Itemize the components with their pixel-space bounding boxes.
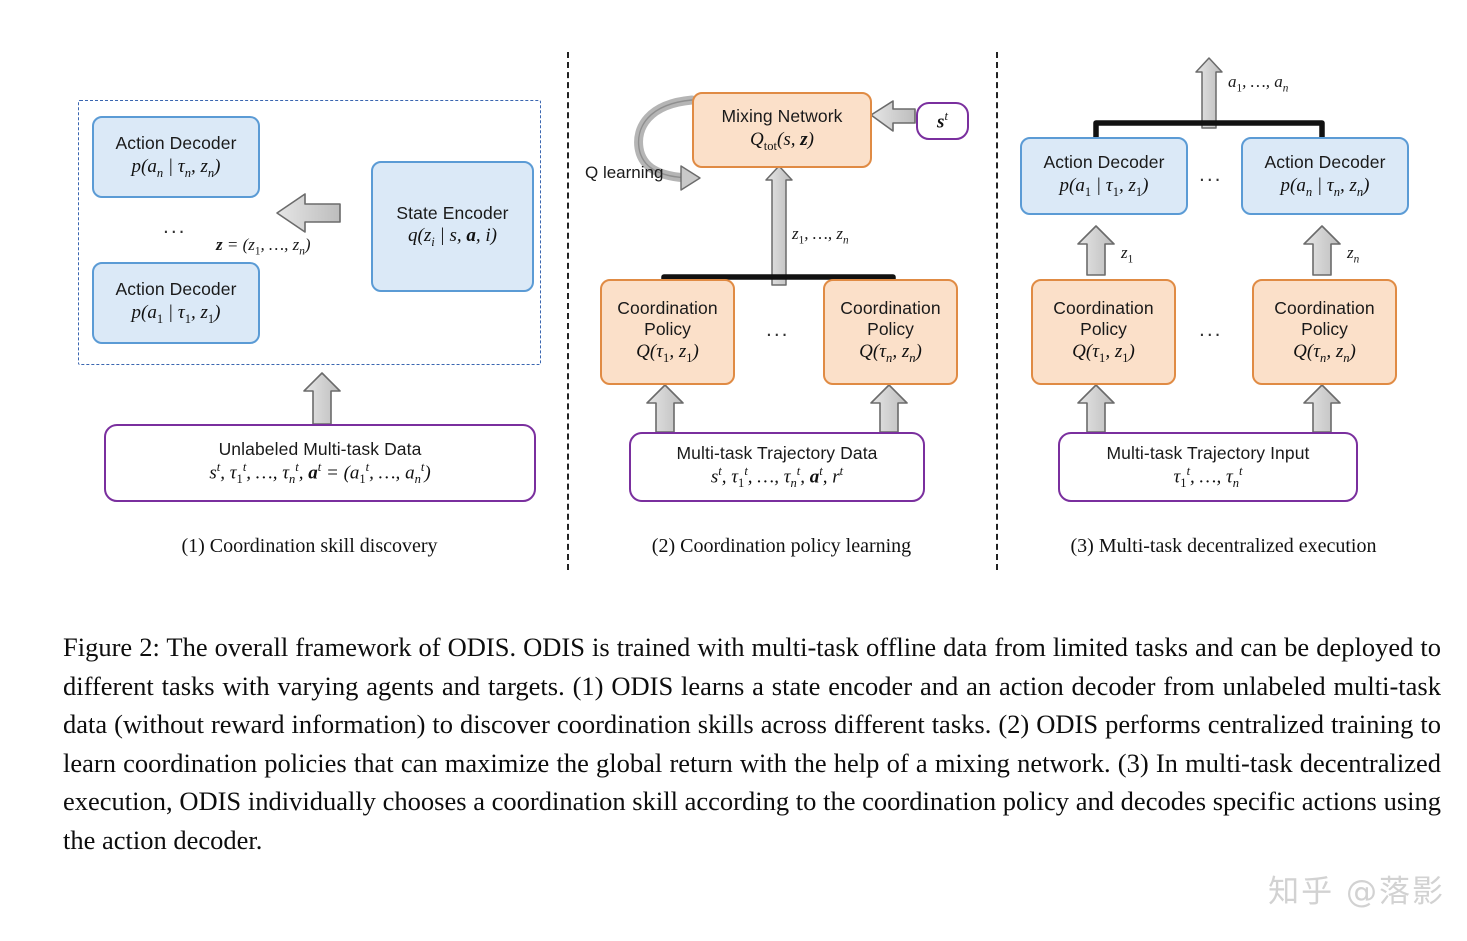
node-state-encoder[interactable]: State Encoder q(zi | s, a, i) [371, 161, 534, 292]
node-formula: q(zi | s, a, i) [408, 225, 497, 249]
node-subtitle: Policy [1080, 318, 1127, 339]
node-title: Action Decoder [115, 133, 237, 154]
label-z-list: z1, …, zn [792, 224, 849, 247]
node-coordination-policy-n-p2[interactable]: Coordination Policy Q(τn, zn) [823, 279, 958, 385]
node-coordination-policy-n-p3[interactable]: Coordination Policy Q(τn, zn) [1252, 279, 1397, 385]
arrow-state-to-mixing [870, 100, 916, 132]
node-title: Coordination [1053, 297, 1154, 318]
ellipsis-decoders-p1: ... [163, 215, 187, 238]
skill-discovery-region [78, 100, 541, 365]
node-formula: Q(τn, zn) [1293, 341, 1356, 366]
arrow-data-to-skillbox [303, 372, 341, 425]
node-mixing-network[interactable]: Mixing Network Qtot(s, z) [692, 92, 872, 168]
ellipsis-decoders-p3: ... [1199, 163, 1223, 186]
node-action-decoder-n-p3[interactable]: Action Decoder p(an | τn, zn) [1241, 137, 1409, 215]
node-formula: p(an | τn, zn) [131, 155, 221, 180]
node-title: Coordination [617, 297, 718, 318]
node-subtitle: Policy [1301, 318, 1348, 339]
label-q-learning: Q learning [585, 163, 664, 182]
node-formula: p(a1 | τ1, z1) [131, 301, 221, 326]
node-action-decoder-1-p3[interactable]: Action Decoder p(a1 | τ1, z1) [1020, 137, 1188, 215]
node-title: State Encoder [396, 202, 509, 223]
figure-caption: Figure 2: The overall framework of ODIS.… [63, 632, 1441, 855]
node-formula: st, τ1t, …, τnt, at = (a1t, …, ant) [209, 459, 431, 487]
arrow-encoder-to-decoder [276, 193, 341, 233]
node-formula: Q(τ1, z1) [1072, 341, 1135, 366]
bracket-decoders-join [1093, 120, 1325, 140]
arrow-actions-output [1195, 57, 1223, 129]
panel-divider-2 [996, 52, 998, 570]
arrow-input-to-policy-1 [1077, 384, 1115, 433]
label-z1: z1 [1121, 243, 1134, 266]
node-formula: p(a1 | τ1, z1) [1059, 174, 1149, 199]
node-title: Unlabeled Multi-task Data [218, 438, 422, 459]
node-coordination-policy-1-p2[interactable]: Coordination Policy Q(τ1, z1) [600, 279, 735, 385]
label-zn: zn [1347, 243, 1360, 266]
node-action-decoder-1[interactable]: Action Decoder p(a1 | τ1, z1) [92, 262, 260, 344]
node-subtitle: Policy [867, 318, 914, 339]
node-formula: p(an | τn, zn) [1280, 174, 1370, 199]
node-title: Mixing Network [721, 106, 843, 127]
node-formula: Q(τn, zn) [859, 341, 922, 366]
panel-label-2: (2) Coordination policy learning [651, 535, 912, 557]
node-formula: Q(τ1, z1) [636, 341, 699, 366]
node-title: Coordination [1274, 297, 1375, 318]
arrow-data-to-policy-1 [646, 384, 684, 433]
arrow-input-to-policy-n [1303, 384, 1341, 433]
arrow-q-learning-loop [634, 95, 701, 191]
node-formula: Qtot(s, z) [750, 128, 814, 153]
node-unlabeled-data[interactable]: Unlabeled Multi-task Data st, τ1t, …, τn… [104, 424, 536, 502]
panel-divider-1 [567, 52, 569, 570]
arrow-z-to-mixing [765, 165, 793, 286]
label-actions-output: a1, …, an [1228, 72, 1289, 95]
node-title: Coordination [840, 297, 941, 318]
node-trajectory-input[interactable]: Multi-task Trajectory Input τ1t, …, τnt [1058, 432, 1358, 502]
node-subtitle: Policy [644, 318, 691, 339]
node-title: Action Decoder [1043, 152, 1165, 173]
node-trajectory-data[interactable]: Multi-task Trajectory Data st, τ1t, …, τ… [629, 432, 925, 502]
watermark: 知乎 @落影 [1268, 874, 1445, 910]
node-title: Multi-task Trajectory Data [676, 442, 878, 463]
panel-label-1: (1) Coordination skill discovery [181, 535, 438, 557]
node-title: Action Decoder [1264, 152, 1386, 173]
ellipsis-policies-p3: ... [1199, 318, 1223, 341]
panel-label-3: (3) Multi-task decentralized execution [1070, 535, 1377, 557]
figure-diagram: Action Decoder p(an | τn, zn) ... Action… [78, 52, 1409, 570]
node-formula: τ1t, …, τnt [1173, 463, 1243, 491]
node-action-decoder-n[interactable]: Action Decoder p(an | τn, zn) [92, 116, 260, 198]
node-coordination-policy-1-p3[interactable]: Coordination Policy Q(τ1, z1) [1031, 279, 1176, 385]
node-formula: st [937, 108, 948, 133]
node-title: Multi-task Trajectory Input [1106, 442, 1310, 463]
node-formula: st, τ1t, …, τnt, at, rt [710, 463, 844, 491]
label-z-vector: z = (z1, …, zn) [216, 235, 311, 258]
arrow-data-to-policy-n [870, 384, 908, 433]
node-state-input[interactable]: st [916, 102, 969, 140]
ellipsis-policies-p2: ... [766, 318, 790, 341]
arrow-policy-to-decoder-n [1303, 225, 1341, 276]
node-title: Action Decoder [115, 279, 237, 300]
arrow-policy-to-decoder-1 [1077, 225, 1115, 276]
